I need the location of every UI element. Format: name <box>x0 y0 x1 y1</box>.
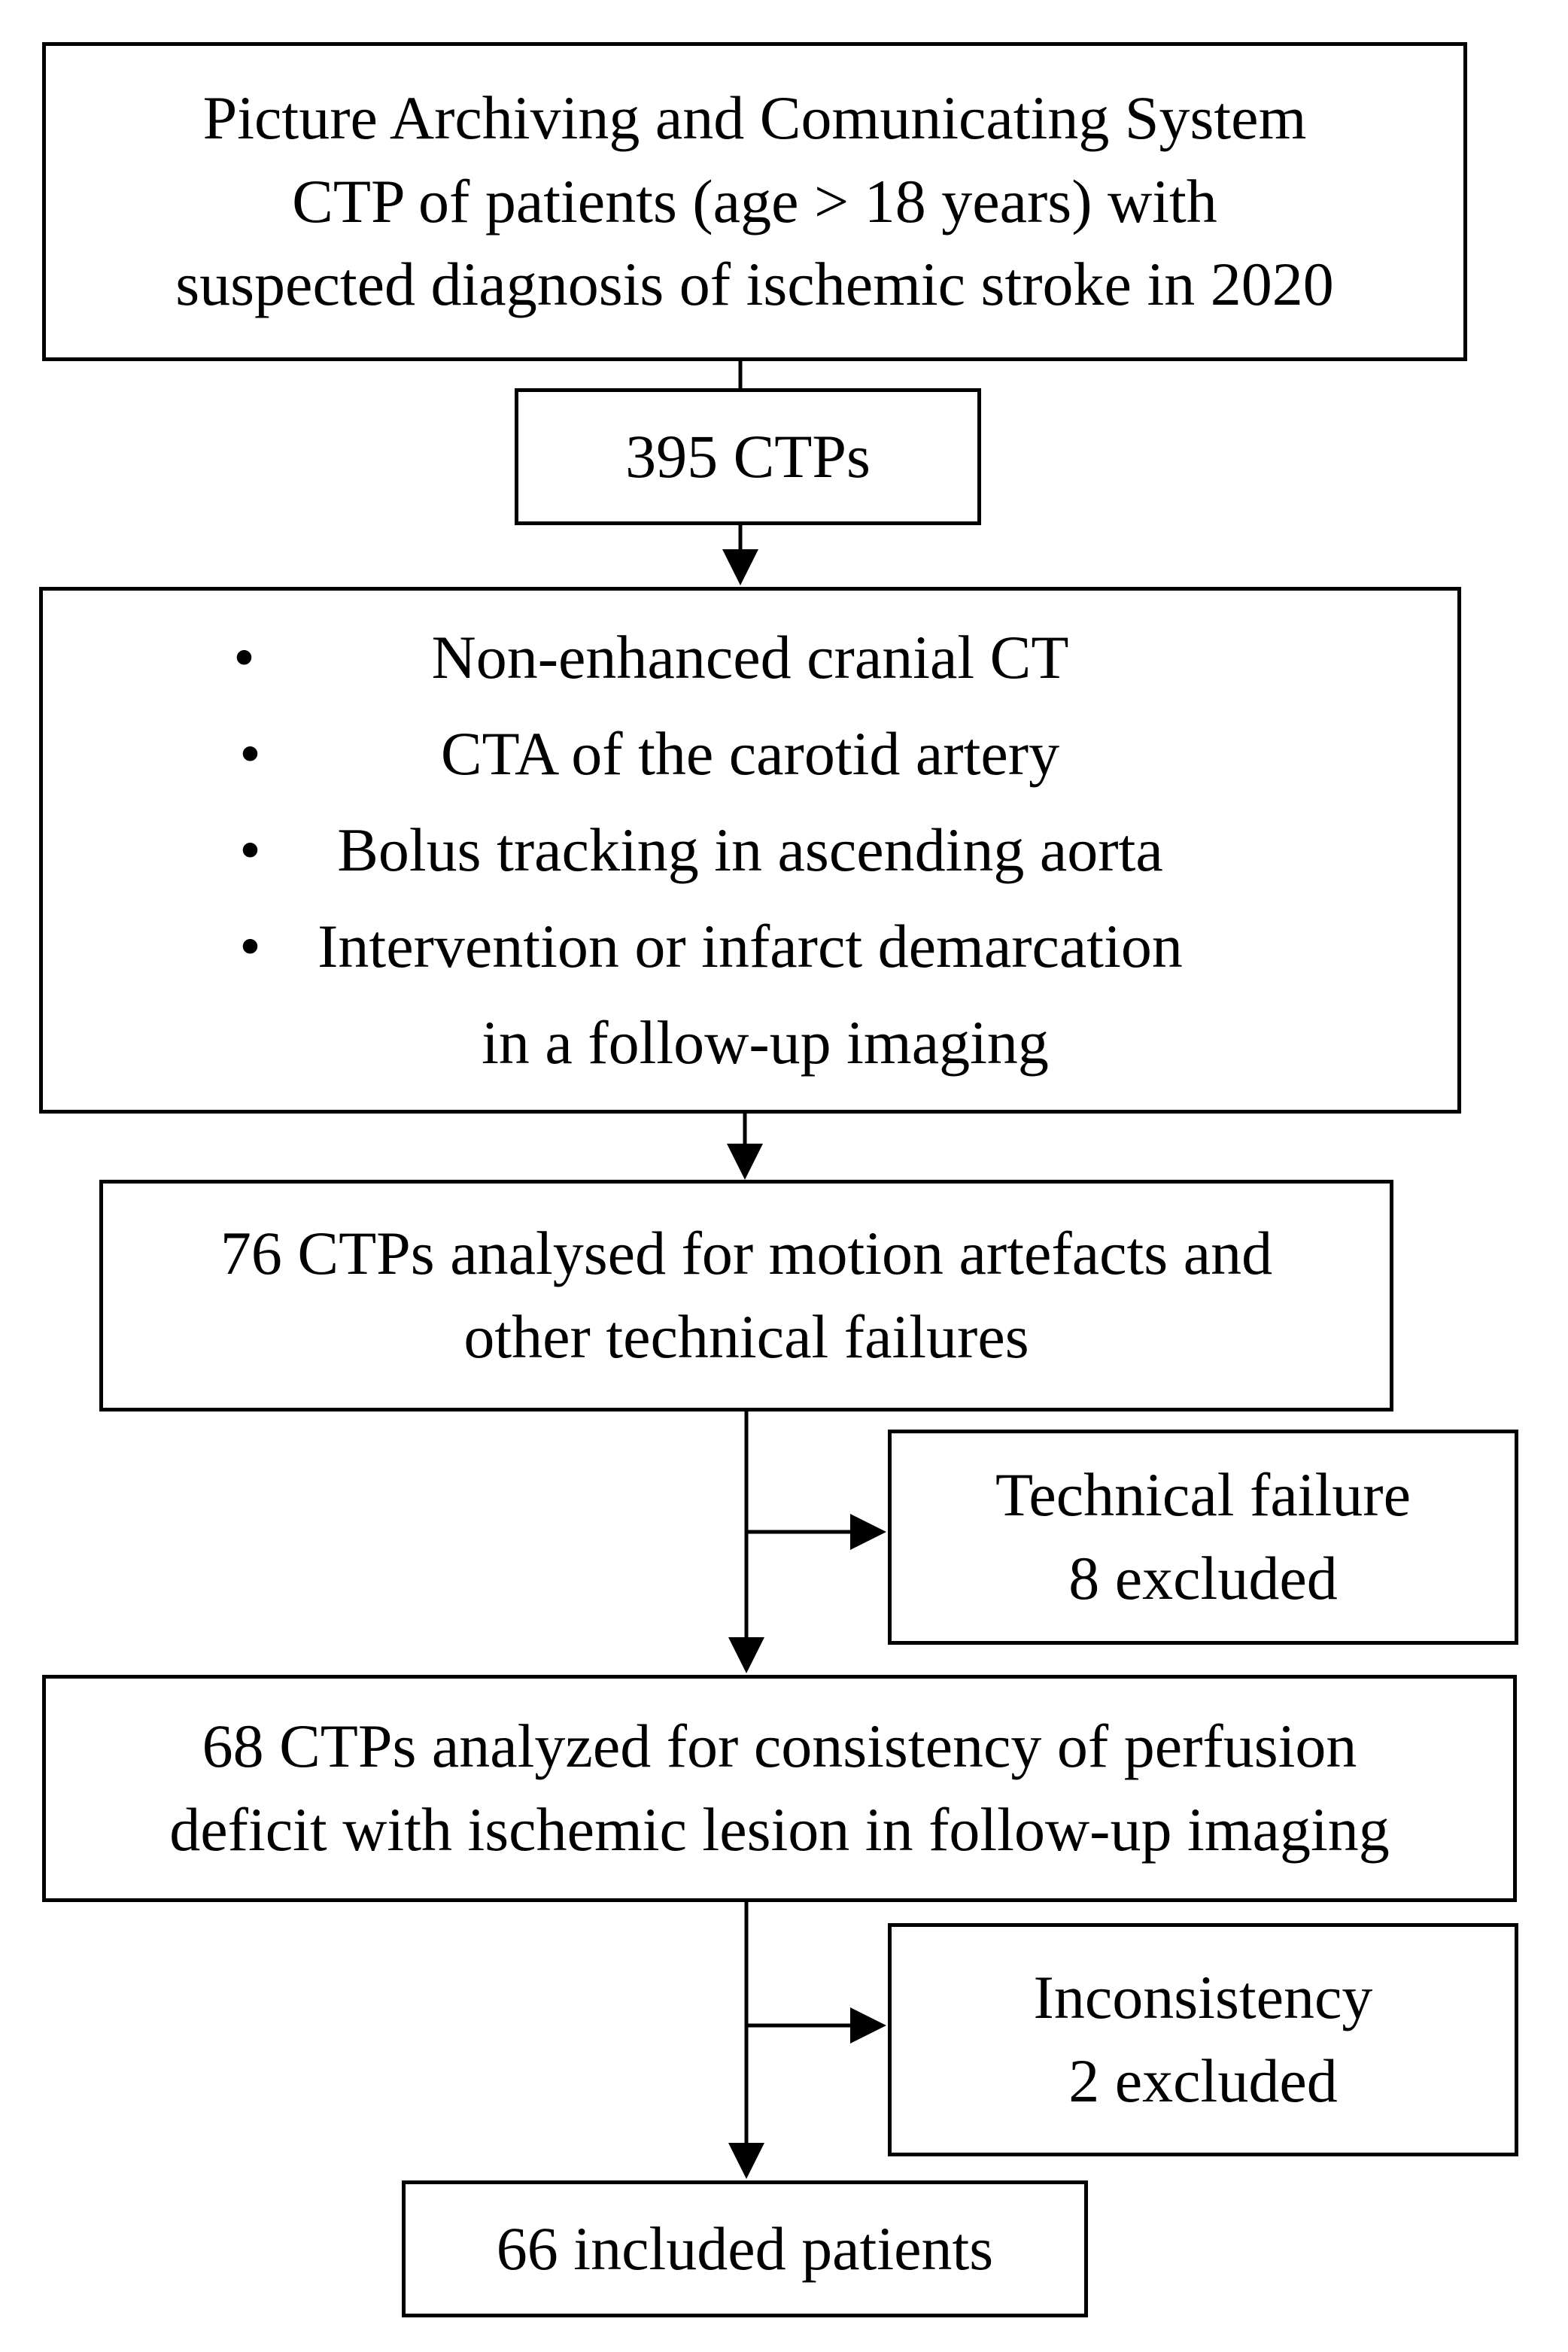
bullet-icon: • <box>239 912 261 980</box>
technical-line-2: 8 excluded <box>1068 1544 1338 1612</box>
consistency-line-2: deficit with ischemic lesion in follow-u… <box>169 1795 1390 1864</box>
inclusion-criteria-box: • Non-enhanced cranial CT • CTA of the c… <box>39 587 1461 1114</box>
included-text: 66 included patients <box>496 2214 994 2283</box>
arrowhead-count-to-criteria <box>722 549 758 585</box>
criteria-item: • CTA of the carotid artery <box>239 706 1183 802</box>
arrowhead-consistency-to-included <box>728 2143 764 2179</box>
criteria-list: • Non-enhanced cranial CT • CTA of the c… <box>233 609 1183 1091</box>
consistency-analysis-box: 68 CTPs analyzed for consistency of perf… <box>42 1675 1517 1902</box>
criteria-item: • Bolus tracking in ascending aorta <box>239 802 1183 898</box>
inconsistency-line-2: 2 excluded <box>1068 2047 1338 2115</box>
included-patients-box: 66 included patients <box>402 2180 1088 2317</box>
criteria-item-label: Intervention or infarct demarcation <box>318 912 1183 980</box>
motion-line-1: 76 CTPs analysed for motion artefacts an… <box>220 1219 1273 1288</box>
source-line-1: Picture Archiving and Comunicating Syste… <box>202 83 1307 152</box>
inconsistency-box: Inconsistency 2 excluded <box>888 1923 1518 2156</box>
criteria-item-label: CTA of the carotid artery <box>440 719 1060 788</box>
motion-line-2: other technical failures <box>463 1302 1029 1371</box>
arrowhead-branch-inconsistency <box>850 2007 886 2044</box>
criteria-item: • Non-enhanced cranial CT <box>233 609 1183 706</box>
ctp-count-text: 395 CTPs <box>625 421 871 491</box>
source-line-3: suspected diagnosis of ischemic stroke i… <box>175 250 1334 319</box>
arrowhead-branch-technical <box>850 1514 886 1550</box>
ctp-count-box: 395 CTPs <box>515 388 981 525</box>
source-line-2: CTP of patients (age > 18 years) with <box>292 166 1217 236</box>
bullet-icon: • <box>239 719 261 788</box>
technical-failure-box: Technical failure 8 excluded <box>888 1430 1518 1645</box>
technical-line-1: Technical failure <box>995 1460 1411 1530</box>
criteria-continuation: in a follow-up imaging <box>333 995 1198 1091</box>
source-box: Picture Archiving and Comunicating Syste… <box>42 42 1467 361</box>
arrowhead-criteria-to-motion <box>727 1144 763 1180</box>
bullet-icon: • <box>233 623 255 691</box>
criteria-item-label: Bolus tracking in ascending aorta <box>337 816 1163 884</box>
criteria-item: • Intervention or infarct demarcation <box>239 898 1183 995</box>
criteria-item-label: Non-enhanced cranial CT <box>431 623 1069 691</box>
inconsistency-line-1: Inconsistency <box>1033 1963 1373 2032</box>
criteria-continuation-label: in a follow-up imaging <box>482 1008 1049 1077</box>
motion-analysis-box: 76 CTPs analysed for motion artefacts an… <box>99 1180 1393 1412</box>
arrowhead-motion-to-consistency <box>728 1637 764 1673</box>
bullet-icon: • <box>239 816 261 884</box>
consistency-line-1: 68 CTPs analyzed for consistency of perf… <box>202 1712 1357 1781</box>
